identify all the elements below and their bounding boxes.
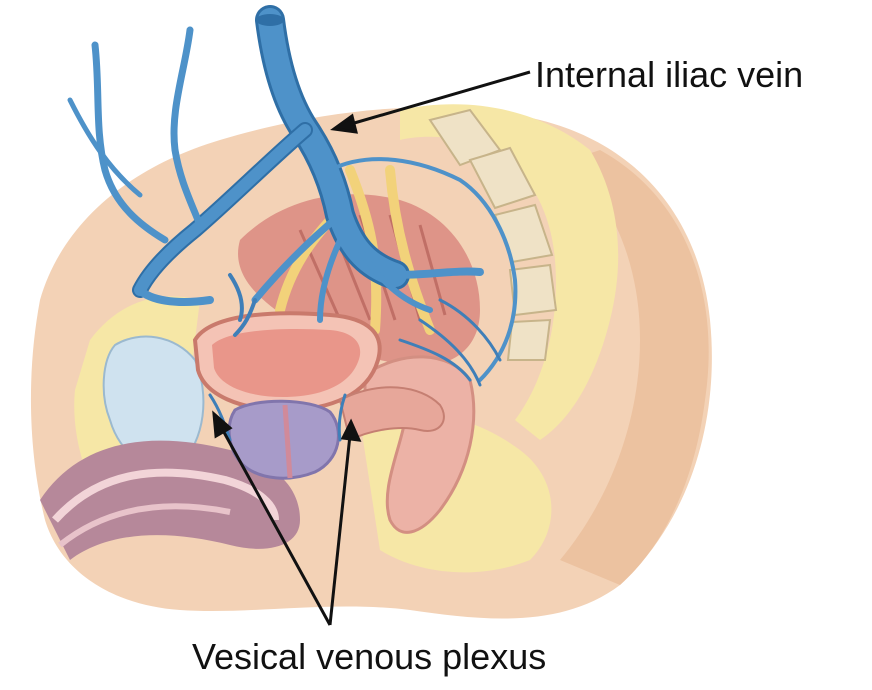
lateral-sacral-branch <box>395 272 480 275</box>
vein-cut-end <box>256 14 284 26</box>
vesical-venous-plexus-label: Vesical venous plexus <box>192 636 546 678</box>
internal-iliac-vein-label: Internal iliac vein <box>535 54 803 96</box>
vertebra-5 <box>508 320 550 360</box>
